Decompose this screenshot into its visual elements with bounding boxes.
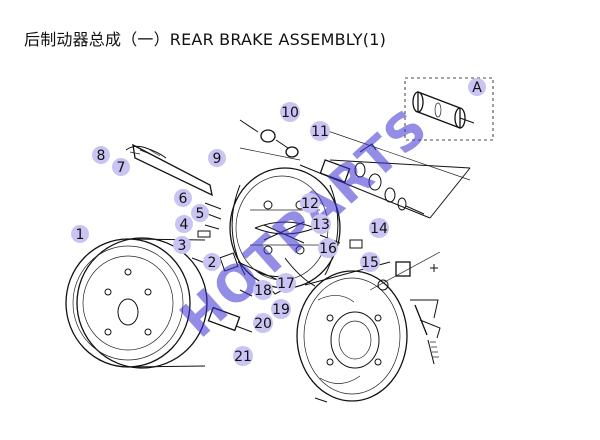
callout-18: 18: [253, 280, 273, 300]
wheel-cylinder-detail: [412, 91, 475, 129]
svg-text:4: 4: [180, 217, 189, 233]
callout-17: 17: [276, 273, 296, 293]
page-title: 后制动器总成（一）REAR BRAKE ASSEMBLY(1): [24, 30, 387, 49]
svg-text:11: 11: [311, 124, 329, 140]
svg-text:14: 14: [370, 221, 388, 237]
svg-text:2: 2: [208, 255, 217, 271]
svg-text:18: 18: [254, 283, 272, 299]
callout-13: 13: [311, 214, 331, 234]
callout-5: 5: [191, 204, 209, 222]
svg-text:3: 3: [178, 238, 187, 254]
svg-text:15: 15: [361, 255, 379, 271]
callout-2: 2: [203, 253, 221, 271]
svg-text:7: 7: [117, 160, 126, 176]
callout-3: 3: [173, 236, 191, 254]
backing-plate: [296, 261, 408, 402]
svg-text:1: 1: [76, 227, 85, 243]
callout-12: 12: [300, 193, 320, 213]
detail-box-a: A: [404, 77, 494, 141]
callout-8: 8: [92, 146, 110, 164]
small-hardware: [191, 202, 363, 333]
svg-text:19: 19: [272, 302, 290, 318]
svg-text:9: 9: [213, 151, 222, 167]
brake-drum: [65, 237, 208, 369]
right-hardware: [314, 261, 441, 403]
callout-19: 19: [271, 299, 291, 319]
callout-4: 4: [175, 215, 193, 233]
callout-10: 10: [280, 102, 300, 122]
callout-21: 21: [233, 346, 253, 366]
callout-9: 9: [208, 149, 226, 167]
callout-20: 20: [253, 313, 273, 333]
callout-7: 7: [112, 158, 130, 176]
svg-text:8: 8: [97, 148, 106, 164]
callout-6: 6: [174, 189, 192, 207]
wheel-cylinder-exploded: [299, 143, 471, 219]
callout-14: 14: [369, 218, 389, 238]
watermark: HOTPARTS: [169, 97, 439, 349]
callout-11: 11: [310, 121, 330, 141]
callout-a: [468, 78, 486, 96]
parking-lever: [125, 143, 213, 197]
svg-text:13: 13: [312, 217, 330, 233]
svg-text:20: 20: [254, 316, 272, 332]
svg-text:17: 17: [277, 276, 295, 292]
svg-text:6: 6: [179, 191, 188, 207]
callout-16: 16: [318, 238, 338, 258]
callout-1: 1: [71, 225, 89, 243]
detail-label-a: A: [472, 80, 482, 96]
svg-text:12: 12: [301, 196, 319, 212]
callout-15: 15: [360, 252, 380, 272]
svg-text:10: 10: [281, 105, 299, 121]
svg-text:21: 21: [234, 349, 252, 365]
svg-text:5: 5: [196, 206, 205, 222]
leader-lines: [239, 129, 471, 291]
bleeder-parts: [239, 119, 299, 158]
svg-text:16: 16: [319, 241, 337, 257]
